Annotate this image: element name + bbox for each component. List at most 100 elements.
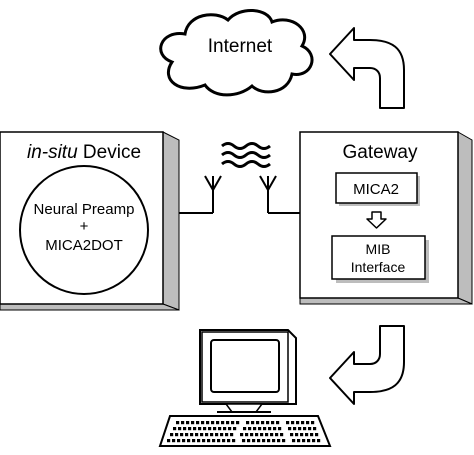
keyboard-key bbox=[221, 421, 225, 425]
keyboard-key bbox=[247, 439, 251, 443]
keyboard-key bbox=[167, 439, 171, 443]
keyboard-key bbox=[211, 421, 215, 425]
keyboard-key bbox=[181, 421, 185, 425]
keyboard-key bbox=[198, 427, 202, 431]
down-arrow-icon bbox=[366, 211, 387, 229]
device-title-italic: in-situ bbox=[27, 142, 78, 163]
keyboard-key bbox=[268, 427, 272, 431]
keyboard-key bbox=[182, 439, 186, 443]
keyboard-key bbox=[213, 427, 217, 431]
keyboard-key bbox=[230, 433, 234, 437]
keyboard-key bbox=[183, 427, 187, 431]
keyboard-key bbox=[218, 427, 222, 431]
keyboard-key bbox=[266, 421, 270, 425]
keyboard-key bbox=[225, 433, 229, 437]
keyboard-key bbox=[191, 421, 195, 425]
keyboard-key bbox=[272, 439, 276, 443]
keyboard-key bbox=[252, 439, 256, 443]
keyboard-key bbox=[291, 421, 295, 425]
keyboard-key bbox=[301, 421, 305, 425]
keyboard-key bbox=[315, 433, 319, 437]
curved-arrow-icon bbox=[329, 27, 405, 109]
keyboard-key bbox=[205, 433, 209, 437]
keyboard-key bbox=[170, 433, 174, 437]
keyboard-key bbox=[246, 421, 250, 425]
keyboard-key bbox=[188, 427, 192, 431]
keyboard-key bbox=[310, 433, 314, 437]
keyboard-key bbox=[236, 421, 240, 425]
keyboard-key bbox=[196, 421, 200, 425]
keyboard-key bbox=[253, 427, 257, 431]
cloud-icon bbox=[159, 9, 314, 97]
keyboard-key bbox=[295, 433, 299, 437]
keyboard-key bbox=[210, 433, 214, 437]
keyboard-key bbox=[180, 433, 184, 437]
gateway-title: Gateway bbox=[343, 142, 418, 163]
keyboard-key bbox=[185, 433, 189, 437]
keyboard-key bbox=[192, 439, 196, 443]
wireless-link bbox=[179, 142, 300, 214]
mib-label-line1: MIB bbox=[366, 241, 391, 257]
circle-line-1: Neural Preamp bbox=[34, 201, 135, 218]
keyboard-key bbox=[207, 439, 211, 443]
keyboard-key bbox=[267, 439, 271, 443]
keyboard-key bbox=[206, 421, 210, 425]
device-circle bbox=[19, 165, 149, 295]
keyboard-key bbox=[178, 427, 182, 431]
device-title-rest: Device bbox=[78, 142, 141, 163]
keyboard-key bbox=[217, 439, 221, 443]
internet-label: Internet bbox=[208, 36, 273, 57]
device-title: in-situ Device bbox=[27, 142, 141, 163]
keyboard-key bbox=[201, 421, 205, 425]
gateway-box: Gateway MICA2 MIB Interface bbox=[299, 131, 473, 305]
keyboard-key bbox=[305, 433, 309, 437]
keyboard-key bbox=[302, 439, 306, 443]
keyboard-key bbox=[190, 433, 194, 437]
keyboard-key bbox=[195, 433, 199, 437]
antenna-icon bbox=[179, 175, 222, 214]
keyboard-key bbox=[172, 439, 176, 443]
mica2-label: MICA2 bbox=[353, 181, 399, 198]
keyboard-key bbox=[257, 439, 261, 443]
keyboard-key bbox=[186, 421, 190, 425]
keyboard-key bbox=[293, 427, 297, 431]
keyboard-key bbox=[258, 427, 262, 431]
keyboard-key bbox=[256, 421, 260, 425]
keyboard-key bbox=[311, 421, 315, 425]
keyboard-key bbox=[286, 421, 290, 425]
keyboard-key bbox=[296, 421, 300, 425]
keyboard-key bbox=[251, 421, 255, 425]
keyboard-key bbox=[231, 421, 235, 425]
circle-line-2: + bbox=[80, 218, 89, 235]
keyboard-key bbox=[240, 433, 244, 437]
keyboard-key bbox=[228, 427, 232, 431]
keyboard-key bbox=[193, 427, 197, 431]
keyboard-icon bbox=[158, 415, 332, 447]
keyboard-key bbox=[260, 433, 264, 437]
keyboard-key bbox=[280, 433, 284, 437]
mib-interface-box bbox=[331, 235, 426, 280]
keyboard-key bbox=[282, 439, 286, 443]
keyboard-key bbox=[306, 421, 310, 425]
keyboard-key bbox=[227, 439, 231, 443]
keyboard-key bbox=[298, 427, 302, 431]
keyboard-key bbox=[216, 421, 220, 425]
keyboard-key bbox=[261, 421, 265, 425]
keyboard-key bbox=[273, 427, 277, 431]
keyboard-key bbox=[277, 439, 281, 443]
curved-arrow-icon bbox=[329, 325, 405, 405]
keyboard-key bbox=[197, 439, 201, 443]
mica2-box bbox=[335, 172, 418, 204]
keyboard-key bbox=[250, 433, 254, 437]
internet-cloud: Internet bbox=[159, 9, 314, 97]
keyboard-key bbox=[215, 433, 219, 437]
mib-label-line2: Interface bbox=[351, 259, 406, 275]
keyboard-key bbox=[233, 427, 237, 431]
keyboard-key bbox=[187, 439, 191, 443]
keyboard-key bbox=[175, 433, 179, 437]
antenna-icon bbox=[259, 175, 300, 214]
keyboard-key bbox=[255, 433, 259, 437]
keyboard-key bbox=[203, 427, 207, 431]
keyboard-key bbox=[176, 421, 180, 425]
